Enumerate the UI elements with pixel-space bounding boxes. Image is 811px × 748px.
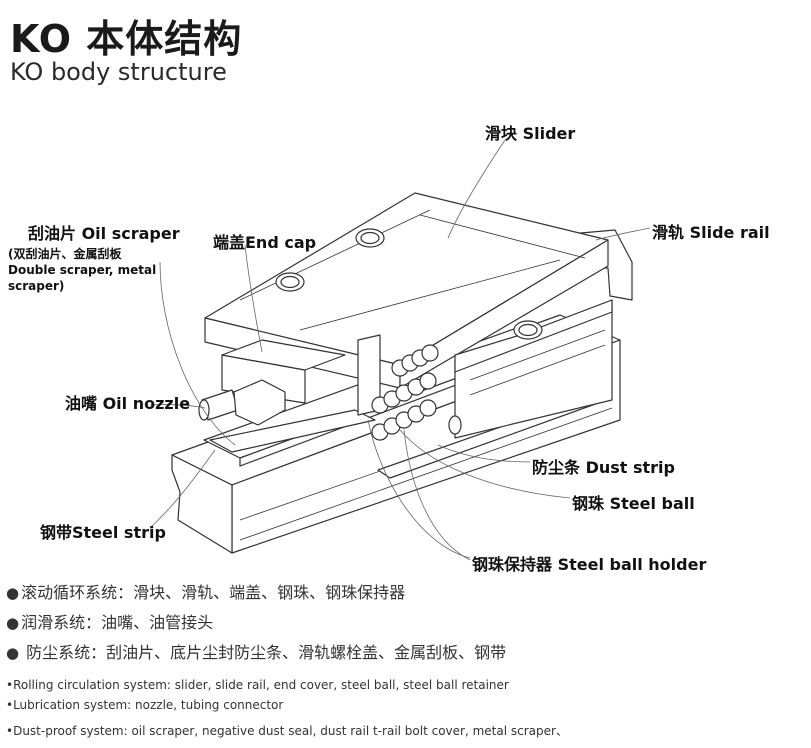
leader-steel-ball bbox=[399, 429, 571, 499]
leader-oil-scraper bbox=[159, 261, 236, 446]
bullet-dot-icon: • bbox=[6, 678, 14, 692]
leader-end-cap bbox=[244, 244, 263, 353]
label-steel-ball-holder: 钢珠保持器 Steel ball holder bbox=[472, 555, 707, 574]
label-steel-strip: 钢带Steel strip bbox=[40, 523, 166, 542]
bullet-dot-icon: ● bbox=[6, 644, 20, 662]
bullet-en-rolling: •Rolling circulation system: slider, sli… bbox=[6, 678, 509, 692]
steel-ball-row-bottom bbox=[371, 399, 437, 441]
leader-steel-ball-holder bbox=[367, 419, 471, 559]
leader-dust-strip bbox=[437, 444, 531, 463]
label-steel-ball: 钢珠 Steel ball bbox=[572, 494, 695, 513]
bullet-dot-icon: • bbox=[6, 698, 14, 712]
slider-right-face bbox=[399, 239, 609, 389]
label-oil-scraper-note-3: scraper) bbox=[8, 279, 65, 293]
page-title: KO 本体结构 bbox=[10, 17, 243, 61]
bullet-cn-lubrication: ●润滑系统：油嘴、油管接头 bbox=[6, 613, 214, 632]
oil-scraper-plate bbox=[209, 409, 376, 453]
bullet-dot-icon: • bbox=[6, 724, 14, 738]
label-slider: 滑块 Slider bbox=[485, 124, 576, 143]
label-slide-rail: 滑轨 Slide rail bbox=[652, 223, 770, 242]
leader-slide-rail bbox=[595, 227, 651, 241]
bullet-cn-dustproof: ● 防尘系统：刮油片、底片尘封防尘条、滑轨螺栓盖、金属刮板、钢带 bbox=[6, 643, 507, 662]
leader-slider bbox=[447, 139, 506, 239]
label-oil-scraper: 刮油片 Oil scraper bbox=[28, 224, 180, 243]
steel-ball-row-top bbox=[391, 344, 439, 377]
leader-steel-strip bbox=[149, 449, 216, 529]
system-description-list: ●滚动循环系统：滑块、滑轨、端盖、钢珠、钢珠保持器 ●润滑系统：油嘴、油管接头 … bbox=[6, 580, 806, 742]
rail-left-end bbox=[171, 454, 233, 554]
bullet-dot-icon: ● bbox=[6, 584, 20, 602]
label-dust-strip: 防尘条 Dust strip bbox=[532, 458, 675, 477]
steel-ball-row-middle bbox=[371, 372, 437, 414]
bullet-en-dustproof: •Dust-proof system: oil scraper, negativ… bbox=[6, 724, 568, 738]
bullet-dot-icon: ● bbox=[6, 614, 20, 632]
page-subtitle: KO body structure bbox=[10, 58, 227, 86]
label-oil-scraper-note-1: (双刮油片、金属刮板 bbox=[8, 247, 122, 261]
oil-nozzle-hex bbox=[233, 379, 286, 426]
label-end-cap: 端盖End cap bbox=[213, 233, 317, 252]
leader-oil-nozzle bbox=[149, 404, 206, 409]
end-cap-top bbox=[221, 339, 346, 371]
bullet-en-lubrication: •Lubrication system: nozzle, tubing conn… bbox=[6, 698, 284, 712]
bullet-cn-rolling: ●滚动循环系统：滑块、滑轨、端盖、钢珠、钢珠保持器 bbox=[6, 583, 406, 602]
label-oil-nozzle: 油嘴 Oil nozzle bbox=[65, 394, 191, 413]
label-oil-scraper-note-2: Double scraper, metal bbox=[8, 263, 157, 277]
